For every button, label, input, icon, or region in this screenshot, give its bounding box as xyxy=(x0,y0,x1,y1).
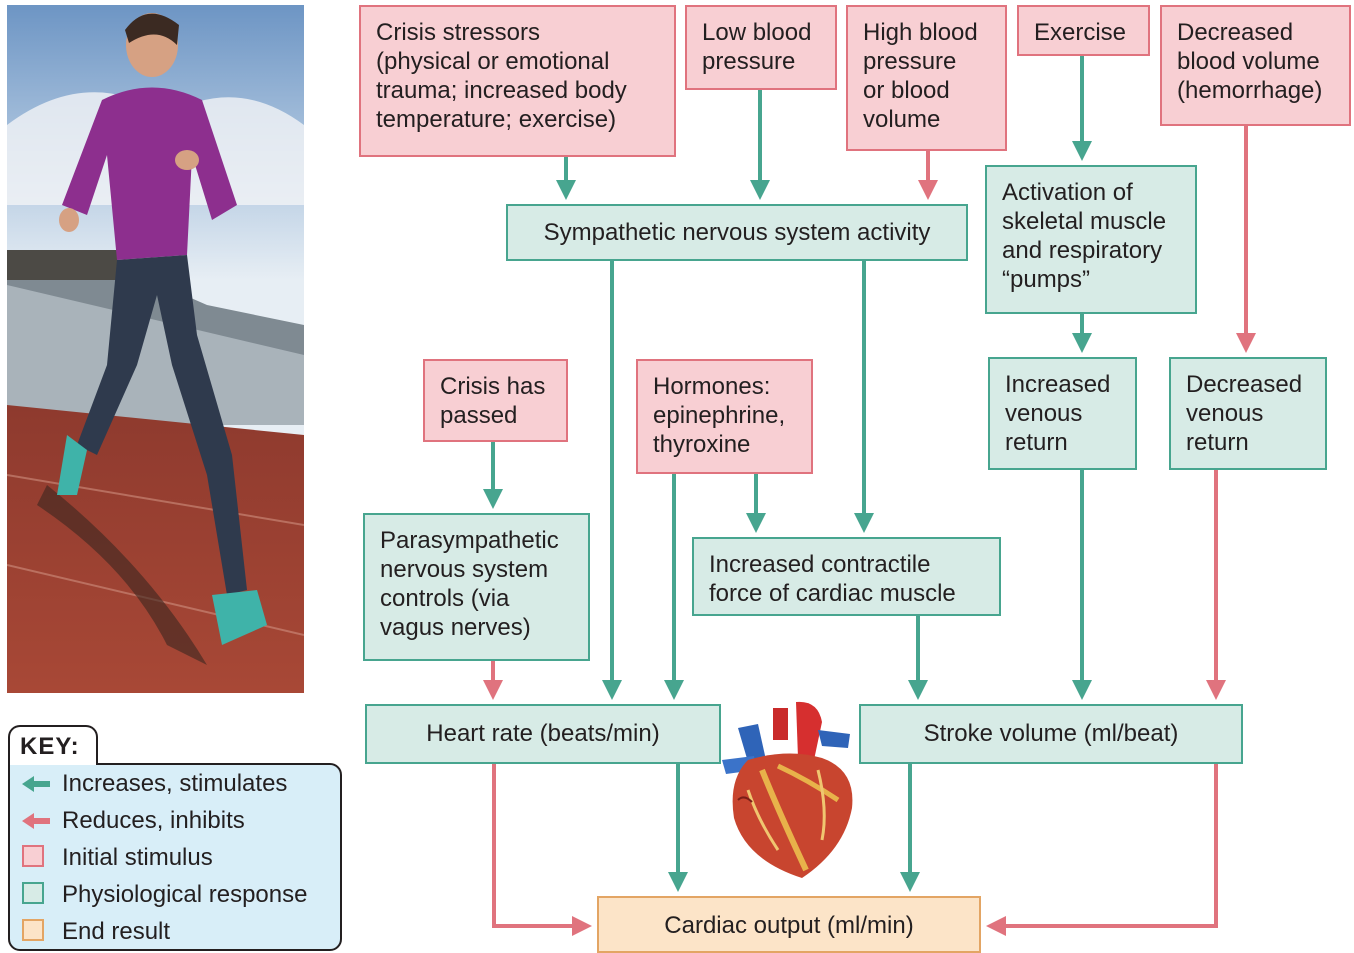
runner-photo xyxy=(7,5,304,693)
node-activation-pumps: Activation of skeletal muscle and respir… xyxy=(985,165,1197,314)
node-exercise: Exercise xyxy=(1017,5,1150,56)
legend-key: KEY: Increases, stimulates Reduces, inhi… xyxy=(8,725,342,952)
node-sympathetic-activity: Sympathetic nervous system activity xyxy=(506,204,968,261)
teal-square-icon xyxy=(22,882,44,904)
node-increased-venous-return: Increased venous return xyxy=(988,357,1137,470)
legend-panel: Increases, stimulates Reduces, inhibits … xyxy=(8,763,342,951)
teal-arrow-icon xyxy=(22,776,50,792)
node-crisis-has-passed: Crisis has passed xyxy=(423,359,568,442)
node-increased-contractile-force: Increased contractile force of cardiac m… xyxy=(692,537,1001,616)
arrow-stroke-volume-reduce-cardiac-output xyxy=(986,764,1218,936)
node-parasympathetic: Parasympathetic nervous system controls … xyxy=(363,513,590,661)
node-stroke-volume: Stroke volume (ml/beat) xyxy=(859,704,1243,764)
node-crisis-stressors: Crisis stressors (physical or emotional … xyxy=(359,5,676,157)
heart-illustration xyxy=(722,701,853,878)
legend-title: KEY: xyxy=(8,725,98,765)
pink-square-icon xyxy=(22,845,44,867)
node-low-blood-pressure: Low blood pressure xyxy=(685,5,837,90)
pink-arrow-icon xyxy=(22,813,50,829)
orange-square-icon xyxy=(22,919,44,941)
node-cardiac-output: Cardiac output (ml/min) xyxy=(597,896,981,953)
node-decreased-venous-return: Decreased venous return xyxy=(1169,357,1327,470)
node-decreased-blood-volume: Decreased blood volume (hemorrhage) xyxy=(1160,5,1351,126)
node-high-blood-pressure: High blood pressure or blood volume xyxy=(846,5,1007,151)
node-heart-rate: Heart rate (beats/min) xyxy=(365,704,721,764)
arrow-heart-rate-reduce-cardiac-output xyxy=(492,764,592,936)
node-hormones: Hormones: epinephrine, thyroxine xyxy=(636,359,813,474)
